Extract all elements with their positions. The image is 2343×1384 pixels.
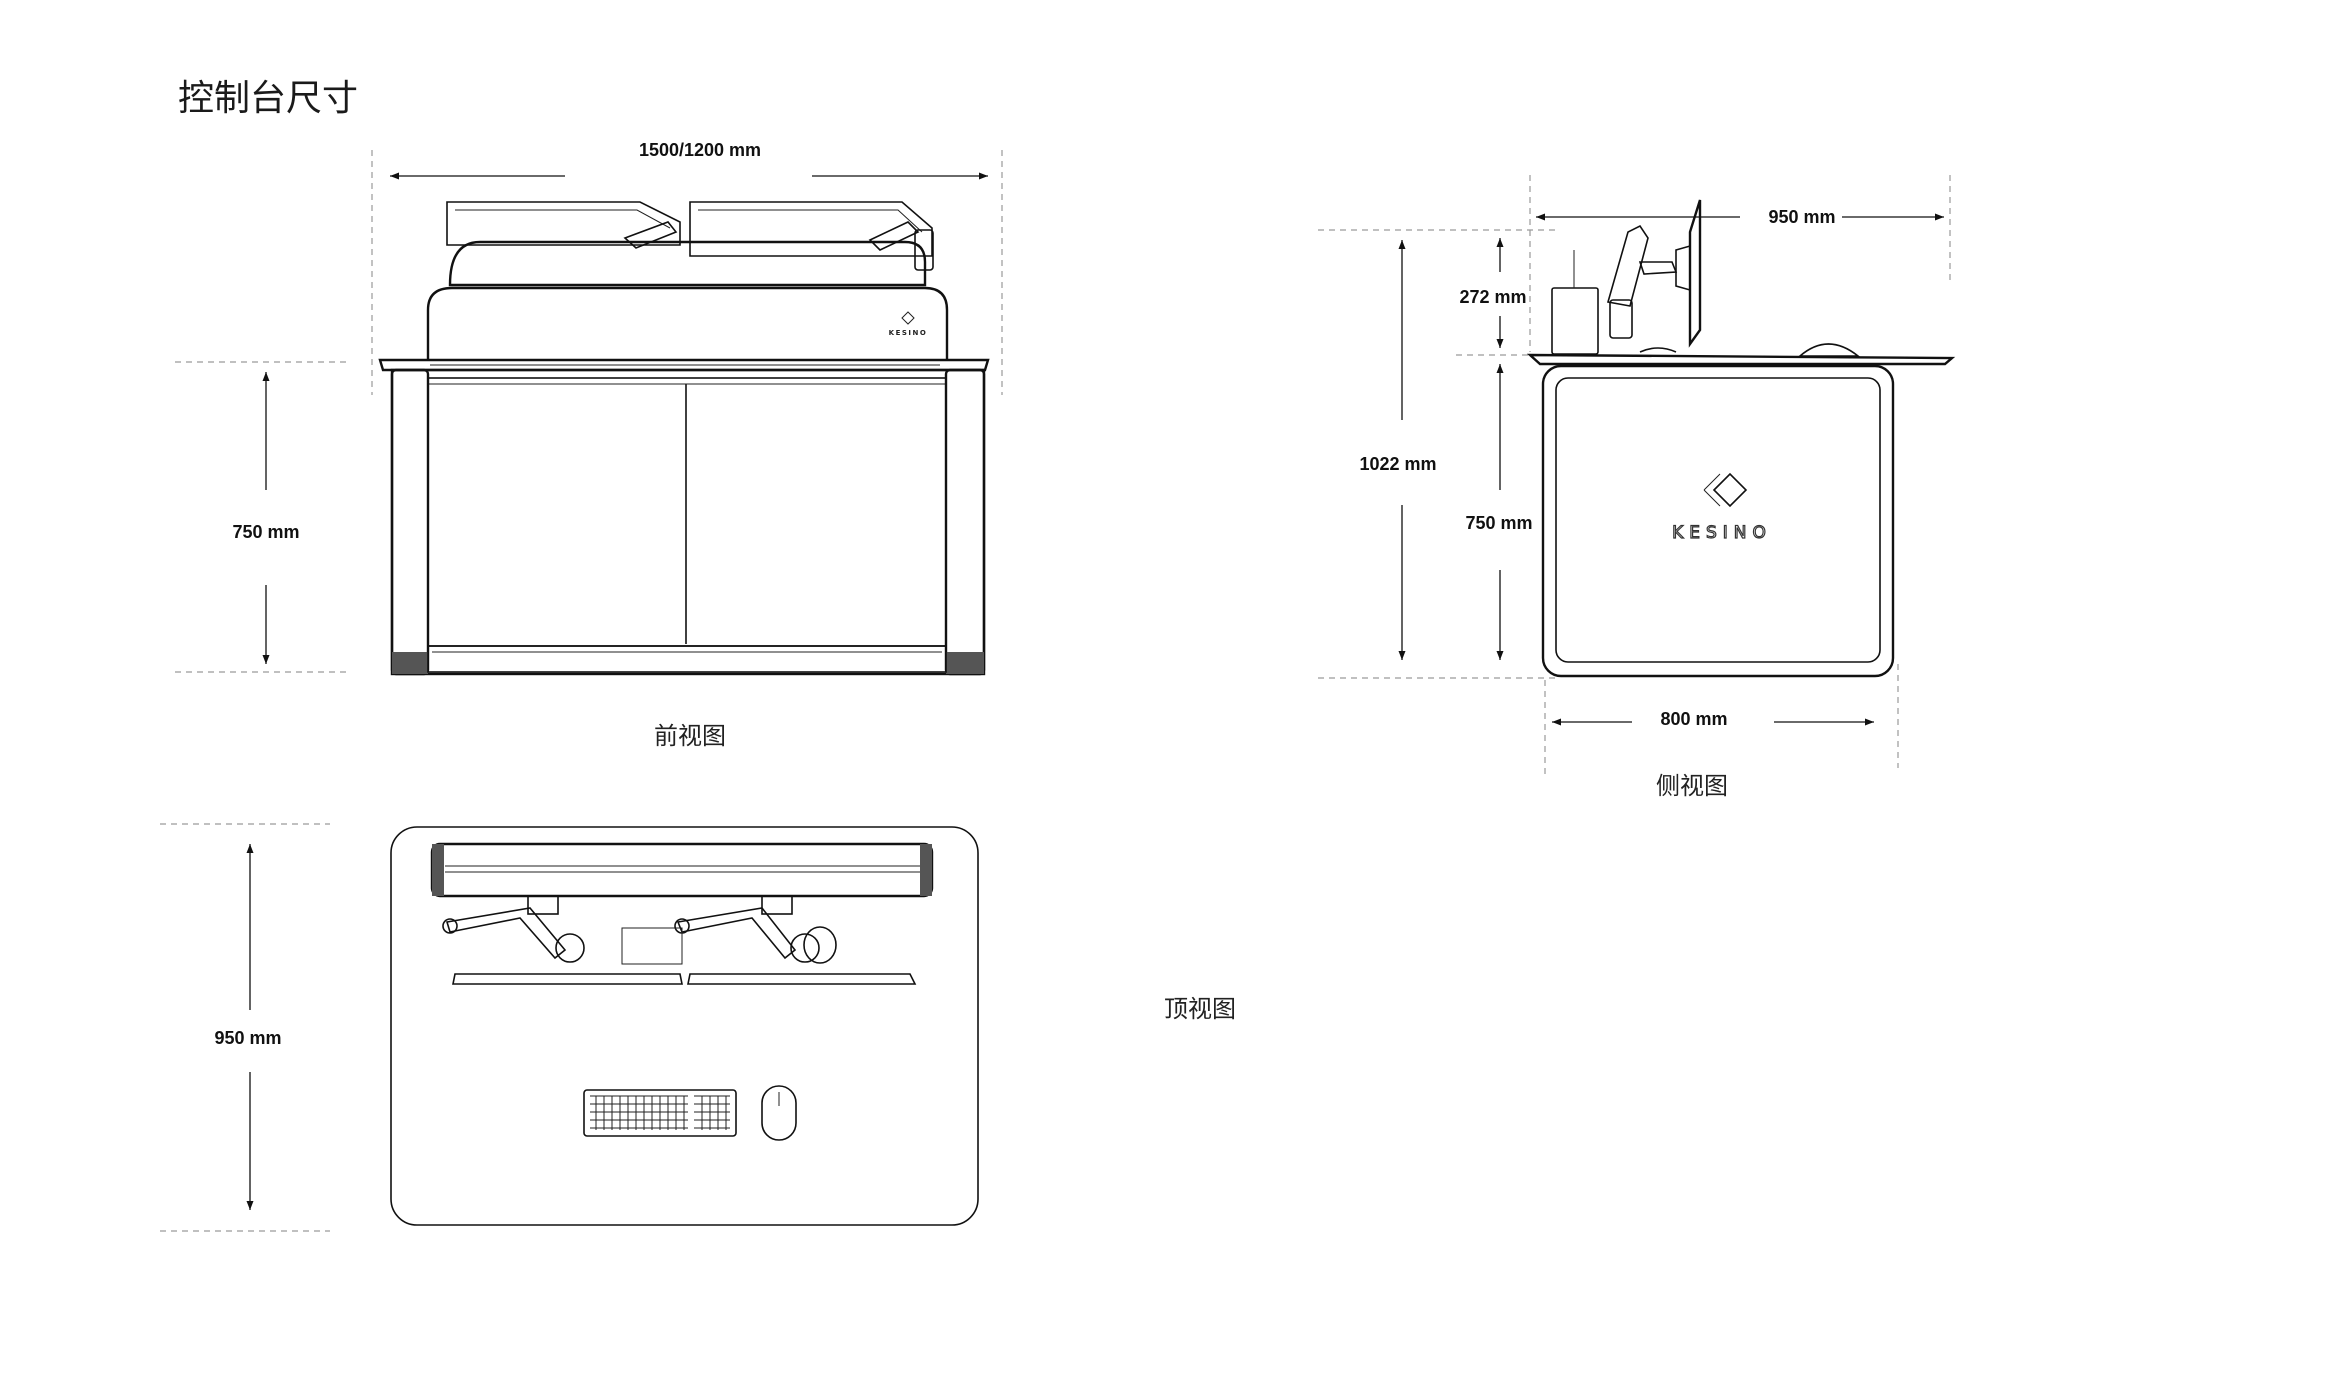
side-mouse [1797, 343, 1861, 357]
top-monitor-left [452, 973, 683, 985]
top-arm-joint [555, 933, 585, 963]
page-title: 控制台尺寸 [178, 78, 358, 119]
top-console-end [432, 844, 444, 896]
front-view-caption: 前视图 [654, 722, 726, 750]
top-depth-label: 950 mm [214, 1028, 281, 1048]
side-monitor-height-label: 272 mm [1459, 287, 1526, 307]
front-hood-logo: KESINO [889, 329, 928, 337]
top-arm-left [445, 907, 567, 960]
top-view: 950 mm 顶视图 [160, 823, 1236, 1232]
side-monitor [1688, 199, 1702, 348]
side-monitor-arm [1606, 224, 1649, 307]
cabinet-frame [427, 377, 947, 647]
side-arm-base [1609, 299, 1633, 339]
top-monitor-right [687, 973, 917, 985]
side-desk-top [1526, 353, 1956, 366]
monitor-left-inner [455, 209, 671, 229]
top-center-column [621, 927, 683, 965]
top-view-caption: 顶视图 [1164, 995, 1236, 1023]
kesino-logo-icon [1703, 473, 1721, 507]
top-console-end [920, 844, 932, 896]
leg-right-foot [946, 652, 984, 674]
side-knob [1639, 347, 1677, 353]
top-arm-right [676, 907, 797, 960]
side-depth-bottom-label: 800 mm [1660, 709, 1727, 729]
side-depth-top-label: 950 mm [1768, 207, 1835, 227]
side-cabinet [1541, 364, 1895, 678]
side-monitor-mount [1675, 244, 1691, 292]
mouse-icon [761, 1085, 797, 1141]
monitor-right [689, 201, 933, 257]
kesino-logo-icon [1712, 472, 1748, 508]
bottom-rail [427, 645, 947, 673]
top-console-bar [430, 842, 934, 898]
monitor-right-inner [698, 209, 923, 233]
side-desk-height-label: 750 mm [1465, 513, 1532, 533]
console-hood [426, 286, 949, 360]
leg-left [390, 368, 430, 676]
leg-left-foot [392, 652, 428, 674]
top-arm-mount [527, 895, 559, 915]
top-arm-joint [790, 933, 820, 963]
side-cabinet-panel [1555, 377, 1881, 663]
console-hood-back [448, 240, 927, 287]
side-view-caption: 侧视图 [1656, 772, 1728, 800]
side-upper-box [1551, 287, 1599, 355]
kesino-logo-icon [901, 311, 915, 325]
keyboard-icon [583, 1089, 737, 1137]
top-pivot [803, 926, 837, 964]
front-height-label: 750 mm [232, 522, 299, 542]
monitor-arm [868, 221, 920, 251]
side-total-height-label: 1022 mm [1359, 454, 1436, 474]
top-arm-mount [761, 895, 793, 915]
monitor-arm [623, 221, 678, 249]
side-view: 950 mm 272 mm 1022 mm 750 mm 800 mm [1318, 175, 1956, 800]
top-desk-outline [390, 826, 979, 1226]
side-arm-joint [1638, 261, 1678, 275]
front-view: 1500/1200 mm 750 mm KESINO [175, 140, 1003, 750]
front-width-label: 1500/1200 mm [639, 140, 761, 160]
monitor-left [446, 201, 681, 246]
top-arm-joint [442, 918, 458, 934]
side-cabinet-logo: KESINO [1672, 523, 1772, 543]
cabinet-body [390, 368, 986, 676]
leg-right [944, 368, 986, 676]
